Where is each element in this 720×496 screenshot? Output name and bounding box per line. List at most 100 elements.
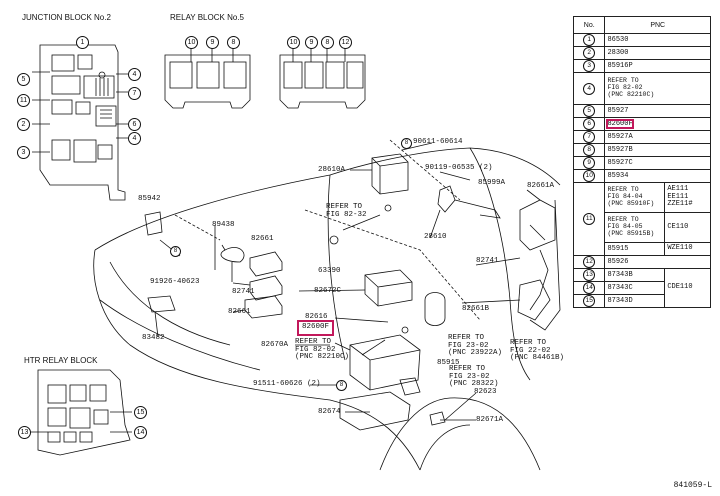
part-85999a[interactable]: 85999A	[478, 179, 506, 187]
callout-9b[interactable]: 9	[305, 36, 318, 49]
pnc-value[interactable]: 82600F	[604, 117, 711, 131]
part-82600f[interactable]: 82600F	[296, 320, 335, 336]
callout-7[interactable]: 7	[128, 87, 141, 100]
row-number-circle: 1	[583, 34, 596, 46]
refer-fig-82-32[interactable]: REFER TO FIG 82-32	[326, 203, 367, 219]
pnc-value[interactable]: REFER TO FIG 84-05 (PNC 85915B)	[604, 212, 666, 243]
pnc-value[interactable]: 87343C	[604, 281, 666, 295]
part-82661a[interactable]: 82661A	[527, 182, 555, 190]
part-82672c[interactable]: 82672C	[314, 287, 342, 295]
pnc-value[interactable]: 87343D	[604, 294, 666, 308]
callout-14[interactable]: 14	[134, 426, 147, 439]
callout-2[interactable]: 2	[17, 118, 30, 131]
refer-fig-22-02[interactable]: REFER TO FIG 22-02 (PNC 84461B)	[510, 339, 565, 362]
callout-9[interactable]: 9	[206, 36, 219, 49]
part-90119-06535[interactable]: 90119-06535 (2)	[425, 164, 493, 172]
part-82671a[interactable]: 82671A	[476, 416, 504, 424]
pnc-row[interactable]: 4 REFER TO FIG 82-02 (PNC 82210C)	[572, 72, 711, 105]
pnc-value-highlighted[interactable]: 82600F	[606, 119, 634, 129]
pnc-value[interactable]: 85926	[604, 255, 711, 269]
callout-4b[interactable]: 4	[128, 132, 141, 145]
pnc-row[interactable]: 1 86530	[572, 33, 711, 47]
pnc-model-note: AE111 EE111 ZZE11#	[664, 182, 711, 213]
junction-block-heading: JUNCTION BLOCK No.2	[22, 13, 111, 22]
pnc-value[interactable]: 85934	[604, 169, 711, 183]
pnc-model-note: CE110	[664, 212, 711, 243]
pnc-value[interactable]: REFER TO FIG 84-04 (PNC 85910F)	[604, 182, 666, 213]
pnc-value[interactable]: 86530	[604, 33, 711, 47]
pnc-value[interactable]: 85927A	[604, 130, 711, 144]
row-number-circle: 4	[583, 82, 596, 95]
part-82661-left[interactable]: 82661	[228, 308, 251, 316]
callout-8[interactable]: 8	[227, 36, 240, 49]
pnc-row[interactable]: 15 87343D	[572, 294, 711, 308]
part-90611-60614[interactable]: 90611-60614	[413, 138, 463, 146]
callout-1[interactable]: 1	[76, 36, 89, 49]
row-number-circle: 10	[583, 170, 596, 182]
pnc-row-number: 9	[572, 156, 606, 170]
part-82741-right[interactable]: 82741	[476, 257, 499, 265]
part-85942[interactable]: 85942	[138, 195, 161, 203]
relay-block-heading: RELAY BLOCK No.5	[170, 13, 244, 22]
callout-10b[interactable]: 10	[287, 36, 300, 49]
row-number-circle: 5	[583, 105, 596, 117]
callout-12[interactable]: 12	[339, 36, 352, 49]
pnc-row[interactable]: 10 85934	[572, 169, 711, 183]
pnc-row[interactable]: REFER TO FIG 84-05 (PNC 85915B)CE110	[574, 212, 711, 243]
callout-11[interactable]: 11	[17, 94, 30, 107]
part-82661b[interactable]: 82661B	[462, 305, 490, 313]
pnc-value[interactable]: 28300	[604, 46, 711, 60]
pnc-value[interactable]: 85927B	[604, 143, 711, 157]
part-82623[interactable]: 82623	[474, 388, 497, 396]
callout-13[interactable]: 13	[18, 426, 31, 439]
part-85915[interactable]: 85915	[437, 359, 460, 367]
callout-4[interactable]: 4	[128, 68, 141, 81]
callout-10[interactable]: 10	[185, 36, 198, 49]
pnc-row-number: 2	[572, 46, 606, 60]
callout-3[interactable]: 3	[17, 146, 30, 159]
refer-fig-23-02-b[interactable]: REFER TO FIG 23-02 (PNC 28322)	[449, 365, 499, 388]
pnc-value[interactable]: REFER TO FIG 82-02 (PNC 82210C)	[604, 72, 711, 105]
pnc-row-number: 1	[572, 33, 606, 47]
callout-8-small-c[interactable]: 8	[336, 380, 347, 391]
components-drawing	[144, 139, 556, 431]
pnc-row-number: 4	[572, 72, 606, 105]
pnc-value[interactable]: 85916P	[604, 59, 711, 73]
pnc-value[interactable]: 85927C	[604, 156, 711, 170]
callout-8-small-b[interactable]: 8	[170, 246, 181, 257]
part-89438[interactable]: 89438	[212, 221, 235, 229]
refer-fig-23-02-a[interactable]: REFER TO FIG 23-02 (PNC 23922A)	[448, 334, 503, 357]
pnc-value[interactable]: 87343B	[604, 268, 666, 282]
part-83482[interactable]: 83482	[142, 334, 165, 342]
part-82616[interactable]: 82616	[305, 313, 328, 321]
row-number-circle: 15	[583, 295, 596, 307]
part-91511-60626[interactable]: 91511-60626 (2)	[253, 380, 321, 388]
part-63390[interactable]: 63390	[318, 267, 341, 275]
part-82670a[interactable]: 82670A	[261, 341, 289, 349]
part-28610[interactable]: 28610	[424, 233, 447, 241]
part-82674[interactable]: 82674	[318, 408, 341, 416]
part-91926-40623[interactable]: 91926-40623	[150, 278, 200, 286]
pnc-value[interactable]: 85927	[604, 104, 711, 118]
pnc-value[interactable]: 85915	[604, 242, 666, 256]
callout-15[interactable]: 15	[134, 406, 147, 419]
refer-fig-82-02[interactable]: REFER TO FIG 82-02 (PNC 82210C)	[295, 338, 350, 361]
part-28610a[interactable]: 28610A	[318, 166, 346, 174]
callout-5[interactable]: 5	[17, 73, 30, 86]
part-82661[interactable]: 82661	[251, 235, 274, 243]
callout-6[interactable]: 6	[128, 118, 141, 131]
pnc-row[interactable]: 5 85927	[572, 104, 711, 118]
callout-8-small-a[interactable]: 8	[401, 138, 412, 149]
part-82741-left[interactable]: 82741	[232, 288, 255, 296]
callout-8b[interactable]: 8	[321, 36, 334, 49]
